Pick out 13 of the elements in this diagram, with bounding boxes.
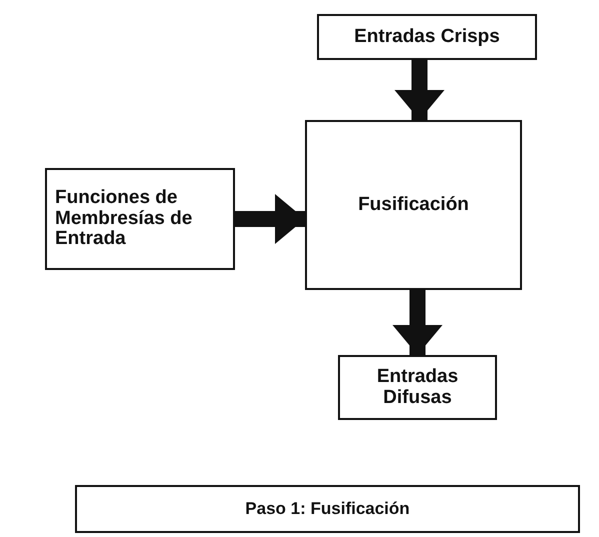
node-label: Entradas Crisps <box>354 26 500 48</box>
process-box <box>338 355 497 420</box>
process-box <box>45 168 235 270</box>
block-arrow <box>235 194 305 244</box>
block-arrow <box>392 290 442 355</box>
node-label: Fusificación <box>358 194 469 216</box>
node-label: Funciones de Membresías de Entrada <box>55 188 194 250</box>
node-label: Paso 1: Fusificación <box>245 500 410 518</box>
process-box <box>305 120 522 290</box>
process-box <box>317 14 537 60</box>
block-arrow <box>394 60 444 120</box>
node-label: Entradas Difusas <box>376 366 460 408</box>
title-box <box>75 485 580 533</box>
